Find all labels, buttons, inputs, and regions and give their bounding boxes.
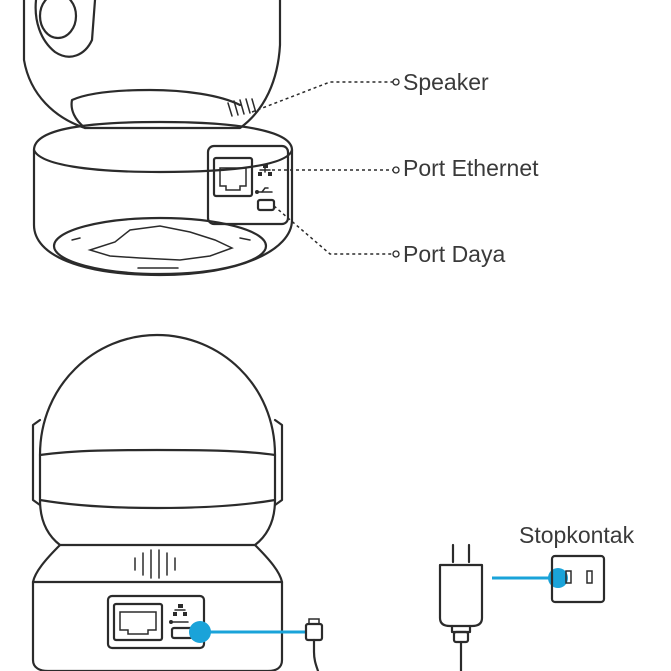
camera-base [32,120,294,277]
ethernet-port-label: Port Ethernet [403,155,539,181]
usb-cable [189,618,324,671]
camera-back-view [31,333,284,671]
speaker-label: Speaker [403,69,489,95]
camera-head [22,0,282,130]
power-adapter-icon [438,543,484,671]
usb-icon [169,620,189,624]
camera-bottom-view [22,0,294,277]
ethernet-symbol-icon [173,604,187,616]
ethernet-port-icon [112,602,164,642]
connection-point [189,621,211,643]
outlet-connection [492,568,568,588]
micro-usb-plug-icon [304,618,324,671]
usb-icon [255,187,273,194]
ethernet-symbol-icon [258,164,272,176]
speaker-grille-icon [227,98,257,117]
wall-outlet-icon [550,554,606,604]
power-port-label: Port Daya [403,241,506,267]
camera-dome [38,333,277,547]
micro-usb-port [256,198,276,212]
camera-lens-icon [34,0,97,58]
outlet-label: Stopkontak [519,522,635,548]
callout-lines [251,78,400,258]
speaker-grille-icon [134,549,176,579]
ethernet-port-icon [212,156,254,198]
